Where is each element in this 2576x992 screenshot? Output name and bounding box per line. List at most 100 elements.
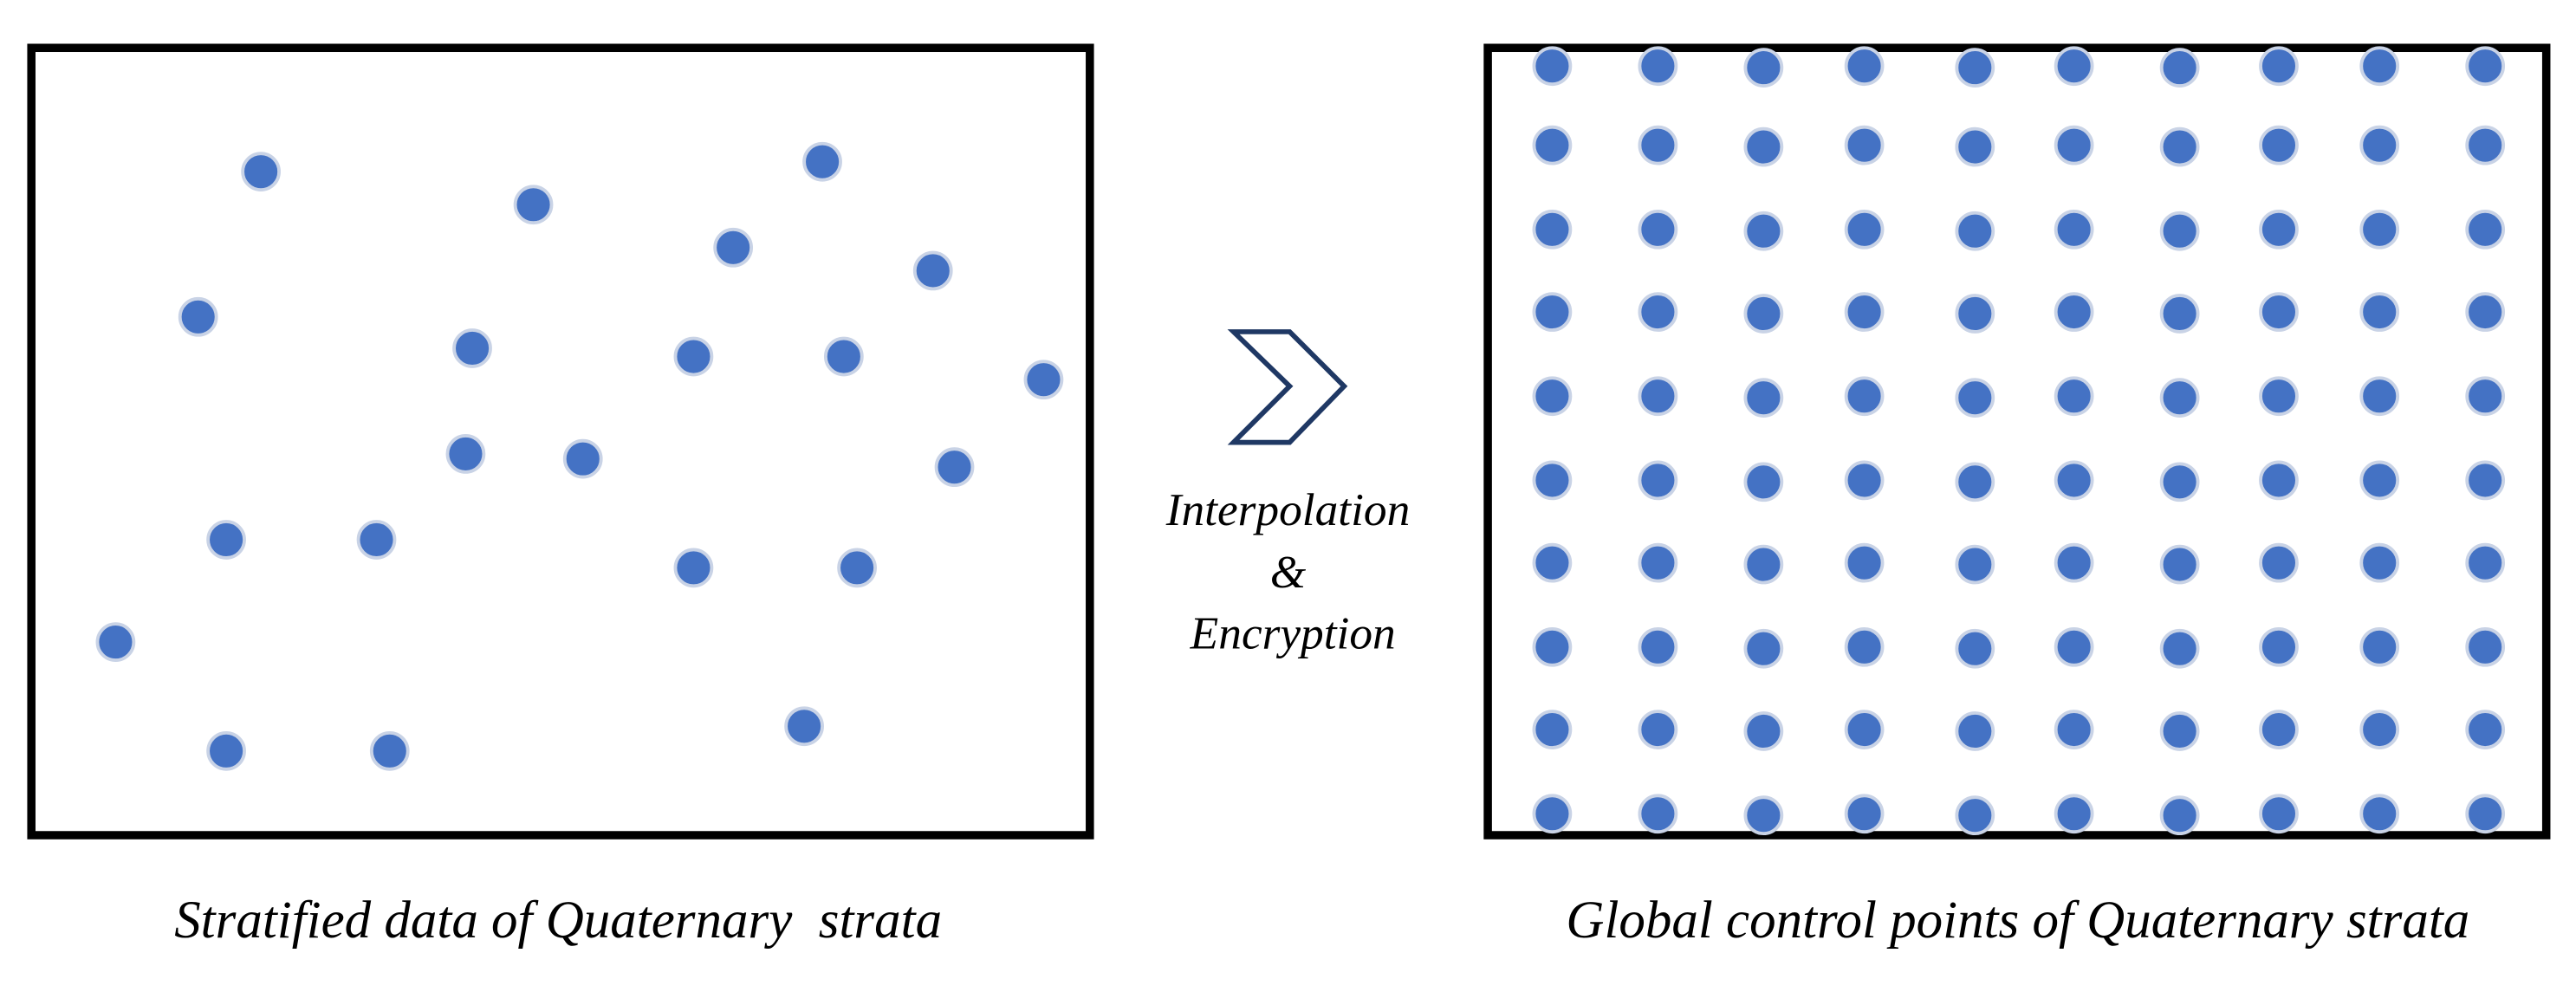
grid-control-point (1955, 126, 1995, 167)
scatter-point (912, 250, 953, 291)
scatter-point (934, 447, 975, 488)
grid-control-point (1638, 626, 1678, 667)
scatter-point (513, 185, 554, 225)
grid-control-point (1844, 794, 1885, 834)
right-panel-caption: Global control points of Quaternary stra… (1566, 892, 2469, 950)
grid-control-point (1532, 376, 1573, 417)
grid-control-point (2359, 292, 2400, 332)
transition: Interpolation & Encryption (1165, 329, 1411, 659)
grid-control-point (1955, 294, 1995, 334)
grid-control-point (1638, 710, 1678, 749)
grid-control-point (2159, 795, 2200, 836)
grid-control-point (2054, 292, 2094, 332)
grid-control-point (1955, 462, 1995, 502)
grid-control-point (1955, 48, 1995, 88)
grid-control-point (1955, 211, 1995, 251)
grid-control-point (1638, 542, 1678, 583)
grid-control-point (2159, 126, 2200, 167)
scatter-point (673, 548, 714, 588)
grid-control-point (1532, 626, 1573, 667)
scatter-point (452, 328, 492, 368)
grid-control-point (2259, 46, 2299, 87)
grid-control-point (2159, 628, 2200, 669)
grid-control-point (2359, 209, 2400, 250)
grid-control-point (2465, 626, 2506, 667)
scatter-point (784, 706, 824, 747)
transition-label-interpolation: Interpolation (1165, 483, 1411, 535)
grid-control-point (1532, 209, 1573, 250)
grid-control-point (2259, 710, 2299, 749)
scatter-point (241, 152, 281, 191)
grid-control-point (1955, 711, 1995, 751)
scatter-point (713, 227, 754, 268)
grid-control-point (2465, 794, 2506, 834)
scatter-point (356, 520, 397, 560)
grid-control-point (1532, 710, 1573, 749)
grid-control-point (1844, 460, 1885, 501)
transition-label-encryption: Encryption (1190, 607, 1396, 659)
grid-control-point (1743, 48, 1784, 88)
scatter-point (206, 520, 246, 560)
grid-control-point (2259, 460, 2299, 501)
grid-control-point (1532, 794, 1573, 834)
grid-control-point (1955, 378, 1995, 418)
grid-control-point (1844, 292, 1885, 332)
grid-control-point (2465, 376, 2506, 417)
grid-control-point (1955, 628, 1995, 669)
grid-control-point (1955, 795, 1995, 836)
grid-control-point (2259, 209, 2299, 250)
grid-control-point (2259, 376, 2299, 417)
grid-control-point (1638, 125, 1678, 165)
grid-control-point (2259, 542, 2299, 583)
grid-control-point (2465, 542, 2506, 583)
grid-control-point (1743, 378, 1784, 418)
scatter-point (206, 730, 246, 771)
grid-control-point (2054, 794, 2094, 834)
grid-control-point (1844, 542, 1885, 583)
transition-label-ampersand: & (1270, 546, 1307, 598)
left-panel (27, 43, 1094, 840)
scatter-point (369, 730, 410, 771)
grid-control-point (2054, 626, 2094, 667)
grid-control-point (1532, 460, 1573, 501)
left-panel-caption: Stratified data of Quaternary strata (174, 892, 942, 950)
grid-control-point (1743, 711, 1784, 751)
grid-control-point (2159, 462, 2200, 502)
grid-control-point (2259, 292, 2299, 332)
grid-control-point (2159, 294, 2200, 334)
scatter-point (837, 548, 877, 588)
grid-control-point (1743, 462, 1784, 502)
grid-control-point (2054, 542, 2094, 583)
chevron-right-icon (1227, 329, 1348, 445)
grid-control-point (2054, 125, 2094, 165)
grid-control-point (1532, 125, 1573, 165)
grid-control-point (2159, 48, 2200, 88)
grid-control-point (2359, 460, 2400, 501)
grid-control-point (1638, 794, 1678, 834)
grid-control-point (2465, 46, 2506, 87)
grid-control-point (2465, 125, 2506, 165)
right-panel (1483, 43, 2551, 840)
grid-control-point (2359, 46, 2400, 87)
grid-control-point (1743, 544, 1784, 585)
grid-control-point (1955, 544, 1995, 585)
grid-control-point (2259, 125, 2299, 165)
scatter-point (802, 141, 842, 182)
grid-control-point (1844, 626, 1885, 667)
grid-control-point (1743, 628, 1784, 669)
scatter-point (1023, 360, 1064, 400)
scatter-point (823, 336, 864, 377)
grid-control-point (2259, 626, 2299, 667)
grid-control-point (2159, 378, 2200, 418)
grid-control-point (1844, 209, 1885, 250)
grid-control-point (1532, 542, 1573, 583)
grid-control-point (2465, 209, 2506, 250)
scatter-point (562, 438, 603, 479)
grid-control-point (1638, 46, 1678, 87)
grid-control-point (2054, 460, 2094, 501)
grid-control-point (2359, 710, 2400, 749)
grid-control-point (1743, 795, 1784, 836)
grid-control-point (2054, 209, 2094, 250)
grid-control-point (2054, 46, 2094, 87)
